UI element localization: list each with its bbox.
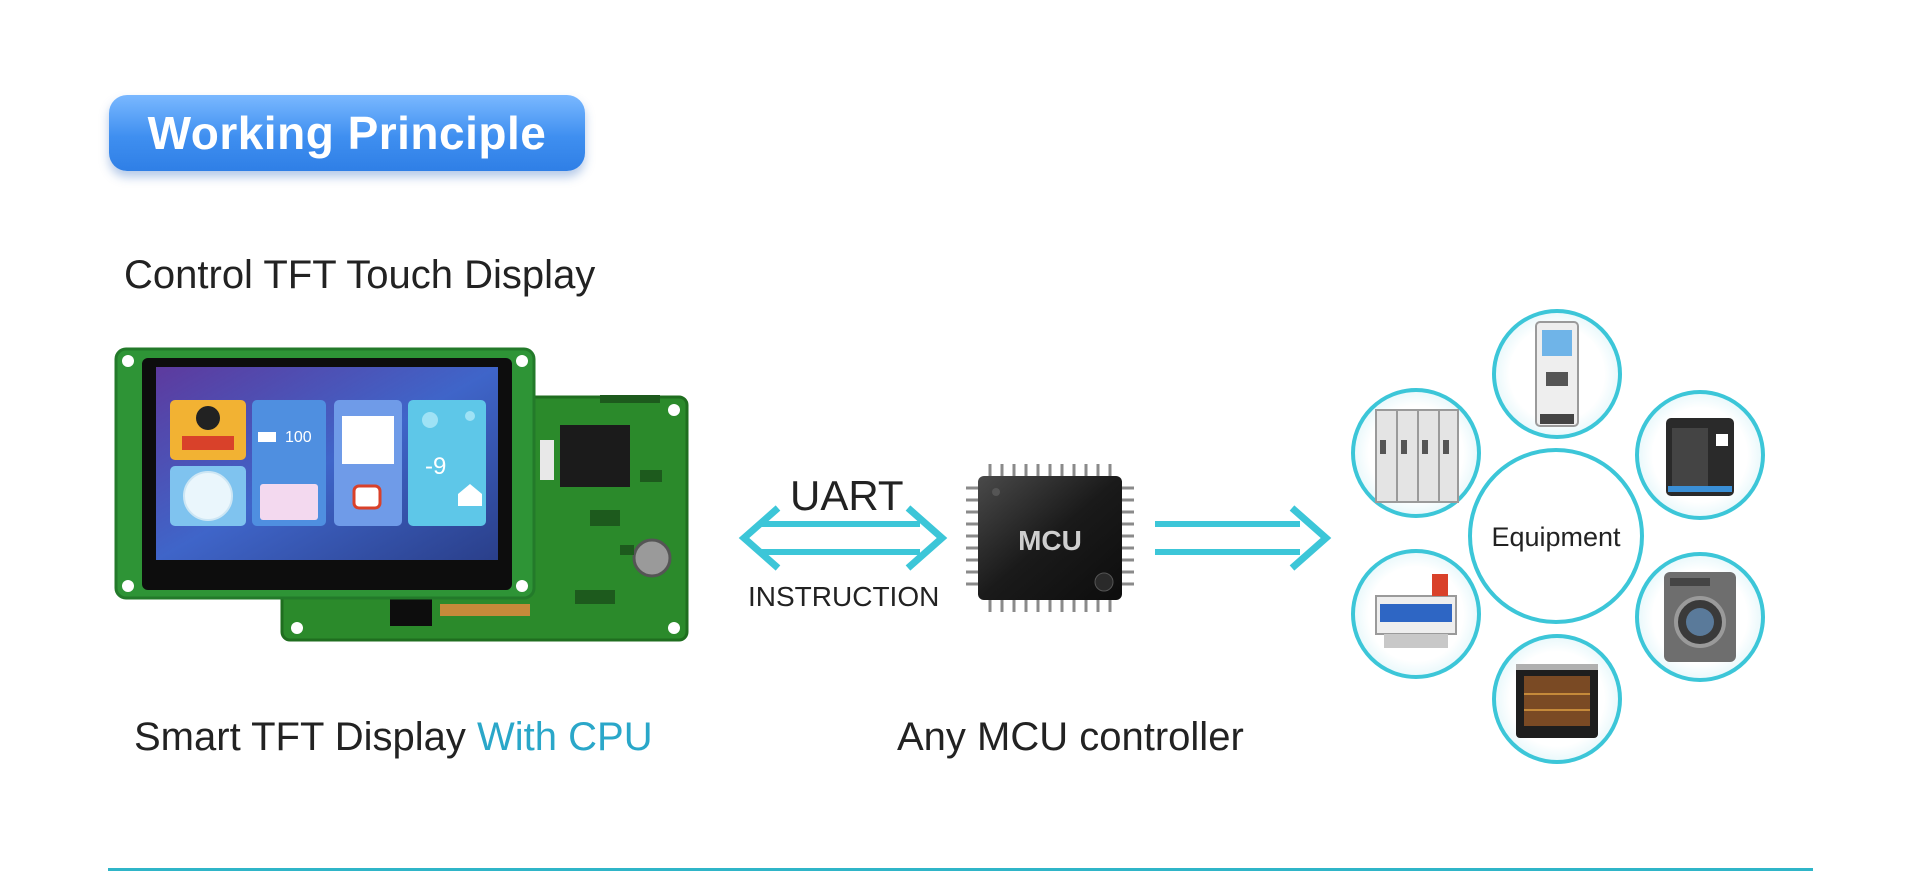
coin-battery (632, 538, 672, 578)
tile-weather (408, 400, 486, 526)
mcu-chip-label: MCU (1018, 525, 1082, 556)
equipment-cluster: Equipment (1351, 309, 1765, 764)
output-arrow (1155, 505, 1332, 571)
instruction-label: INSTRUCTION (748, 581, 939, 612)
oven-icon (1492, 634, 1622, 764)
display-caption-accent: With CPU (477, 715, 653, 759)
tile-stats-value: 100 (285, 429, 312, 446)
controller-caption: Any MCU controller (897, 715, 1244, 759)
mcu-chip-image: MCU (966, 464, 1134, 612)
uart-double-arrow (738, 505, 948, 571)
mcu-chip-pins (966, 464, 1134, 612)
display-caption-prefix: Smart TFT Display (134, 715, 478, 759)
3d-printer-icon (1635, 390, 1765, 520)
pcb-components (390, 395, 672, 626)
washing-machine-icon (1635, 552, 1765, 682)
server-cabinet-icon (1351, 388, 1481, 518)
section-title-badge: Working Principle (109, 95, 585, 171)
smart-tft-display-image: 100 -9 (114, 347, 689, 642)
uart-label: UART (790, 472, 904, 519)
tile-weather-value: -9 (425, 453, 446, 480)
equipment-hub-circle (1468, 448, 1644, 624)
vending-kiosk-icon (1492, 309, 1622, 439)
mcu-chip-body (978, 476, 1122, 600)
pcb-main-chip (560, 425, 630, 487)
equipment-hub-label: Equipment (1491, 522, 1621, 552)
display-caption: Smart TFT Display With CPU (134, 715, 653, 760)
packaging-machine-icon (1351, 549, 1481, 679)
bottom-divider (108, 868, 1813, 871)
top-caption: Control TFT Touch Display (124, 253, 596, 297)
screen-ui-tiles: 100 -9 (170, 400, 486, 526)
